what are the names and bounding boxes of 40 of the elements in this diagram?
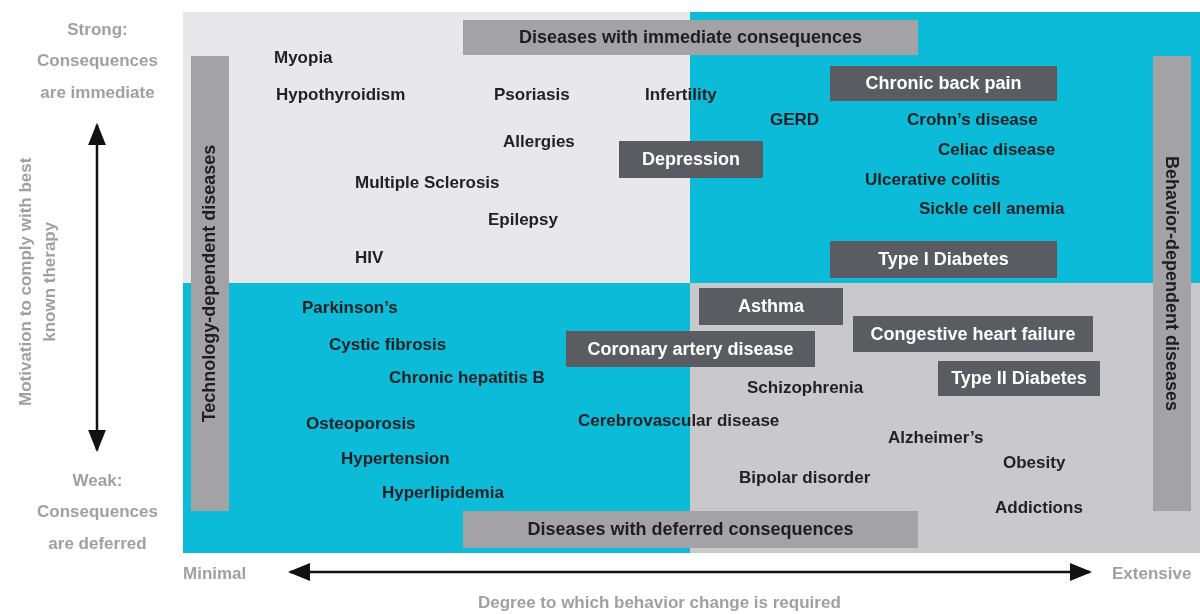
- disease-box: Depression: [619, 141, 763, 178]
- disease-label: Alzheimer’s: [888, 427, 984, 449]
- disease-label: Addictions: [995, 497, 1083, 519]
- disease-label: Sickle cell anemia: [919, 198, 1065, 220]
- category-band: Behavior-dependent diseases: [1153, 56, 1191, 511]
- disease-label: Obesity: [1003, 452, 1066, 474]
- disease-box: Coronary artery disease: [566, 331, 815, 367]
- disease-label: Celiac disease: [938, 139, 1056, 161]
- axis-title: Motivation to comply with best known therapy: [15, 156, 60, 407]
- disease-label: Schizophrenia: [747, 377, 864, 399]
- disease-label: Cystic fibrosis: [329, 334, 447, 356]
- disease-box: Chronic back pain: [830, 66, 1057, 101]
- axis-end-label: Weak: Consequences are deferred: [36, 470, 159, 555]
- disease-label: Multiple Sclerosis: [355, 172, 500, 194]
- category-band: Diseases with immediate consequences: [463, 20, 918, 55]
- disease-label: GERD: [770, 109, 820, 131]
- disease-label: Parkinson’s: [302, 297, 398, 319]
- disease-label: Myopia: [274, 47, 333, 69]
- disease-label: Hyperlipidemia: [382, 482, 504, 504]
- disease-box: Asthma: [699, 288, 843, 325]
- disease-label: Epilepsy: [488, 209, 558, 231]
- disease-box: Congestive heart failure: [853, 316, 1093, 352]
- axis-title: Degree to which behavior change is required: [478, 592, 841, 614]
- category-band: Technology-dependent diseases: [191, 56, 229, 511]
- disease-label: Ulcerative colitis: [865, 169, 1001, 191]
- disease-box: Type I Diabetes: [830, 241, 1057, 278]
- disease-label: Chronic hepatitis B: [389, 367, 545, 389]
- axis-end-label: Minimal: [183, 563, 247, 585]
- disease-label: Crohn’s disease: [907, 109, 1038, 131]
- disease-label: Bipolar disorder: [739, 467, 871, 489]
- disease-label: Osteoporosis: [306, 413, 416, 435]
- axis-end-label: Strong: Consequences are immediate: [36, 19, 159, 104]
- disease-label: HIV: [355, 247, 384, 269]
- disease-label: Hypothyroidism: [276, 84, 406, 106]
- disease-label: Hypertension: [341, 448, 450, 470]
- disease-label: Psoriasis: [494, 84, 570, 106]
- disease-box: Type II Diabetes: [938, 361, 1100, 396]
- axis-end-label: Extensive: [1112, 563, 1192, 585]
- disease-label: Allergies: [503, 131, 575, 153]
- category-band: Diseases with deferred consequences: [463, 511, 918, 548]
